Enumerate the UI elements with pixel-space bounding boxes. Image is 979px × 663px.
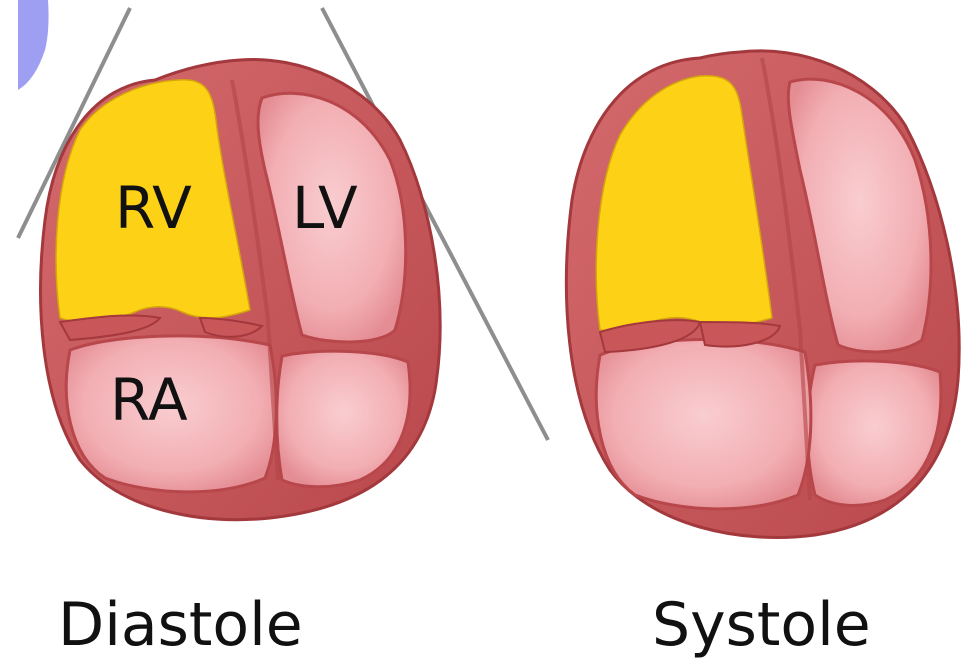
label-lv: LV [292, 174, 358, 242]
label-rv: RV [115, 174, 192, 242]
caption-diastole: Diastole [58, 590, 303, 660]
heart-systole [566, 51, 959, 538]
caption-systole: Systole [652, 590, 871, 660]
heart-diastole: RV LV RA [41, 59, 441, 519]
systole-ra-chamber [596, 339, 811, 508]
label-ra: RA [110, 366, 188, 434]
corner-accent-shape [18, 0, 49, 90]
systole-la-chamber [808, 361, 941, 505]
